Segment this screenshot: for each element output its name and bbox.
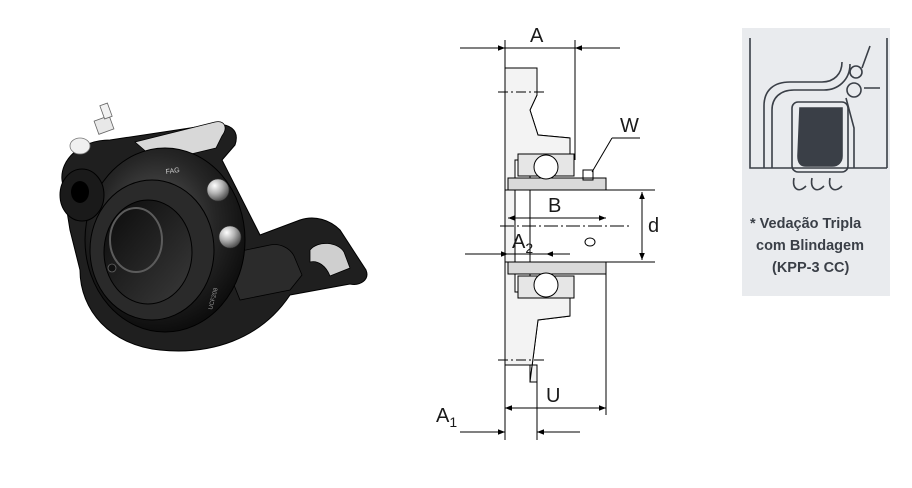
housing-marking: UCF208: [208, 287, 220, 311]
label-d: d: [648, 215, 659, 237]
label-A2: A2: [512, 231, 533, 256]
seal-detail-card: * Vedação Tripla com Blindagem (KPP-3 CC…: [742, 28, 890, 296]
bore-highlight: [109, 207, 163, 273]
set-screw-bottom: [584, 237, 596, 247]
bearing-unit-photo: FAG UCF208: [59, 102, 368, 352]
section-drawing: A W B d A2 U A1: [436, 25, 659, 440]
label-A1-main: A: [436, 405, 450, 427]
label-A1-sub: 1: [449, 414, 457, 430]
label-A1: A1: [436, 405, 457, 430]
seal-caption-line3: (KPP-3 CC): [772, 260, 850, 276]
label-B: B: [548, 195, 561, 217]
ball-bottom: [533, 272, 559, 298]
label-A: A: [530, 25, 544, 47]
bearing-ball: [218, 225, 242, 249]
grease-nipple: [69, 102, 115, 155]
label-W: W: [620, 115, 639, 137]
inner-ring-section-top: [507, 177, 607, 191]
label-A2-main: A: [512, 231, 526, 253]
label-U: U: [546, 385, 560, 407]
set-screw-top: [582, 169, 594, 181]
inner-ring-section-bottom: [507, 261, 607, 275]
brand-marking: FAG: [165, 167, 180, 176]
label-A2-sub: 2: [525, 240, 533, 256]
bore: [103, 199, 193, 305]
bolt-hole-left: [71, 181, 89, 203]
set-screw: [107, 263, 117, 273]
seal-illustration: [749, 38, 888, 191]
seal-caption-line1: * Vedação Tripla: [750, 216, 862, 232]
seal-caption-line2: com Blindagem: [756, 238, 864, 254]
bearing-ball: [206, 178, 230, 202]
section-fill: [504, 67, 571, 383]
leader-W-diag: [591, 137, 613, 173]
ball-top: [533, 154, 559, 180]
bolt-hole-notch: [309, 243, 351, 277]
